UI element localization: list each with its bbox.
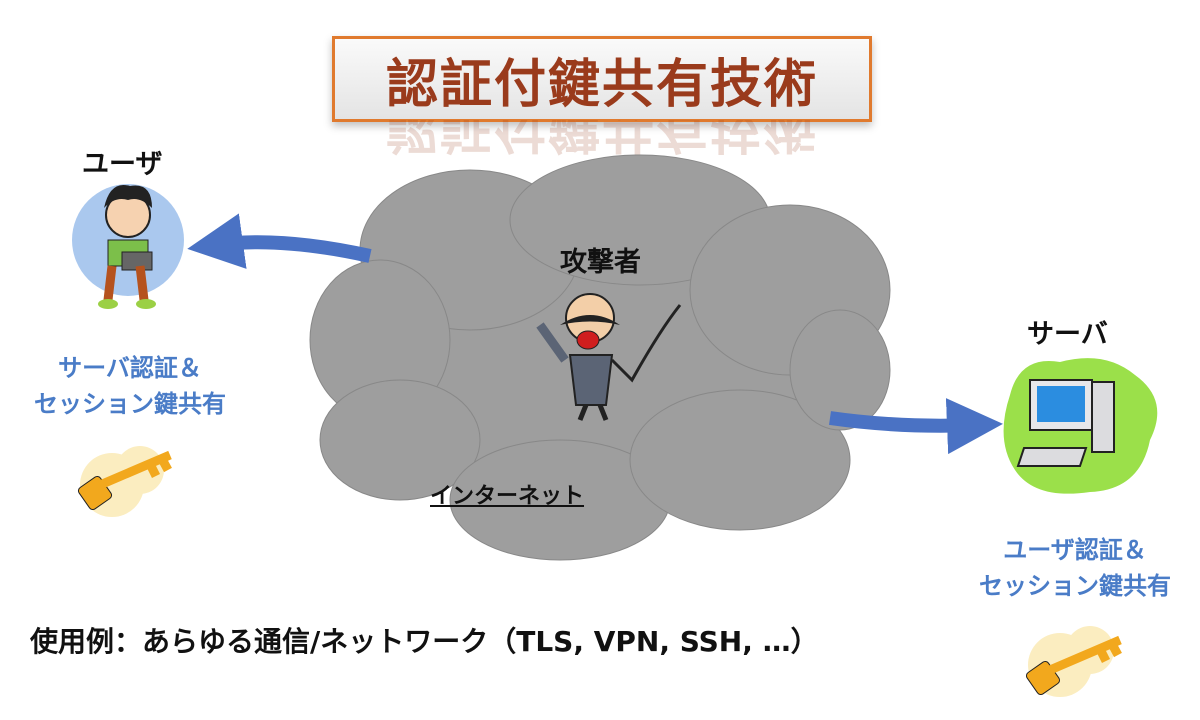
- page-title: 認証付鍵共有技術: [385, 54, 818, 115]
- attacker-figure: [536, 293, 682, 421]
- key-icon-server: [1025, 626, 1122, 697]
- server-label: サーバ: [1027, 319, 1108, 350]
- server-computer: [1003, 358, 1158, 494]
- arrow-to-user: [187, 213, 372, 269]
- title-box: 認証付鍵共有技術: [332, 36, 872, 122]
- key-icon-user: [77, 446, 172, 517]
- user-label: ユーザ: [82, 149, 163, 180]
- user-caption: サーバ認証＆ セッション鍵共有: [34, 354, 226, 418]
- arrow-to-server: [829, 398, 1003, 455]
- attacker-label: 攻撃者: [560, 247, 641, 278]
- title-reflection: 認証付鍵共有技術: [385, 120, 818, 157]
- internet-cloud: [309, 154, 891, 561]
- internet-label: インターネット: [430, 484, 585, 509]
- usage-examples: 使用例：あらゆる通信/ネットワーク（TLS, VPN, SSH, …）: [30, 625, 819, 658]
- user-avatar: [72, 184, 184, 309]
- server-caption: ユーザ認証＆ セッション鍵共有: [979, 536, 1171, 600]
